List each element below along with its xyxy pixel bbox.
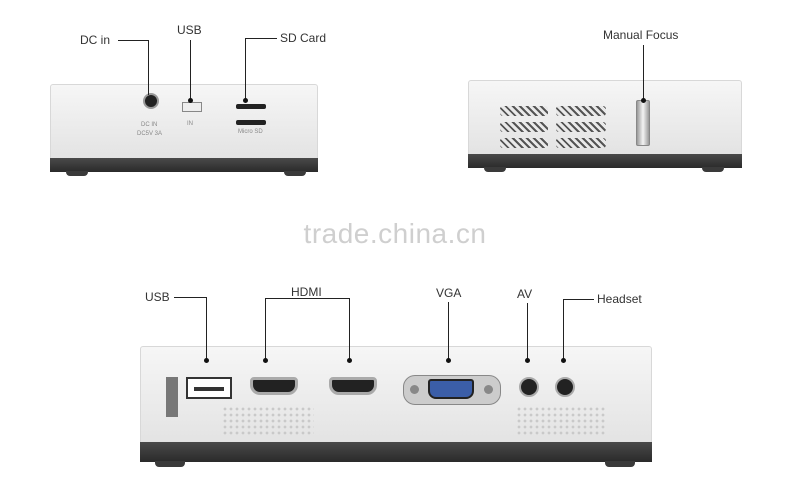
dc-in-port: [143, 93, 159, 109]
foot: [155, 461, 185, 467]
port-mark-in: IN: [187, 121, 193, 127]
port-mark-micro-sd: Micro SD: [238, 129, 263, 135]
usb-a-port: [186, 377, 232, 399]
leader-line: [206, 297, 207, 360]
watermark: trade.china.cn: [303, 218, 487, 249]
vent-grille: [556, 106, 606, 116]
leader-line: [563, 299, 594, 300]
callout-usb: USB: [145, 290, 170, 304]
hdmi-port-1: [250, 377, 298, 395]
foot: [605, 461, 635, 467]
projector-side-base: [468, 154, 742, 168]
leader-dot: [525, 358, 530, 363]
leader-line: [265, 298, 266, 360]
callout-vga: VGA: [436, 286, 462, 300]
leader-dot: [641, 98, 646, 103]
leader-dot: [188, 98, 193, 103]
foot: [66, 171, 88, 176]
vent-dots: [516, 406, 606, 436]
leader-line: [448, 302, 449, 360]
vent-grille: [500, 138, 548, 148]
vent-grille: [500, 106, 548, 116]
leader-line: [245, 38, 277, 39]
vent-grille: [556, 138, 606, 148]
side-view-panel-right: Manual Focus: [400, 0, 790, 210]
leader-dot: [347, 358, 352, 363]
port-mark-dc-spec: DC5V 3A: [137, 131, 163, 137]
projector-back-base: [140, 442, 652, 462]
sd-card-slot: [236, 104, 266, 109]
projector-side-body: [50, 84, 318, 160]
back-view-panel: USB HDMI VGA AV Headset: [0, 250, 790, 493]
leader-dot: [446, 358, 451, 363]
callout-headset: Headset: [597, 292, 642, 306]
micro-sd-slot: [236, 120, 266, 125]
leader-line: [245, 38, 246, 100]
vent-grille: [500, 122, 548, 132]
port-mark-dc-in: DC IN: [141, 122, 158, 128]
callout-sd-card: SD Card: [280, 31, 327, 45]
leader-line: [148, 40, 149, 95]
side-view-panel-left: DC IN DC5V 3A IN Micro SD DC in USB SD C…: [0, 0, 390, 210]
leader-line: [563, 299, 564, 360]
leader-dot: [263, 358, 268, 363]
vent-grille: [556, 122, 606, 132]
leader-line: [190, 40, 191, 100]
side-tab: [166, 377, 178, 417]
foot: [702, 167, 724, 172]
foot: [284, 171, 306, 176]
callout-manual-focus: Manual Focus: [603, 28, 679, 42]
av-jack: [519, 377, 539, 397]
leader-line: [174, 297, 207, 298]
leader-line: [643, 45, 644, 101]
headset-jack: [555, 377, 575, 397]
vga-port: [403, 375, 501, 405]
leader-line: [265, 298, 350, 299]
callout-dc-in: DC in: [80, 33, 111, 47]
usb-port: [182, 102, 202, 112]
focus-wheel: [636, 100, 650, 146]
leader-dot: [561, 358, 566, 363]
leader-dot: [204, 358, 209, 363]
foot: [484, 167, 506, 172]
callout-hdmi: HDMI: [291, 285, 322, 299]
leader-line: [118, 40, 149, 41]
projector-side-base: [50, 158, 318, 172]
hdmi-port-2: [329, 377, 377, 395]
leader-line: [527, 303, 528, 360]
vent-dots: [222, 406, 314, 436]
leader-dot: [243, 98, 248, 103]
callout-usb: USB: [177, 23, 202, 37]
leader-line: [349, 298, 350, 360]
callout-av: AV: [517, 287, 533, 301]
